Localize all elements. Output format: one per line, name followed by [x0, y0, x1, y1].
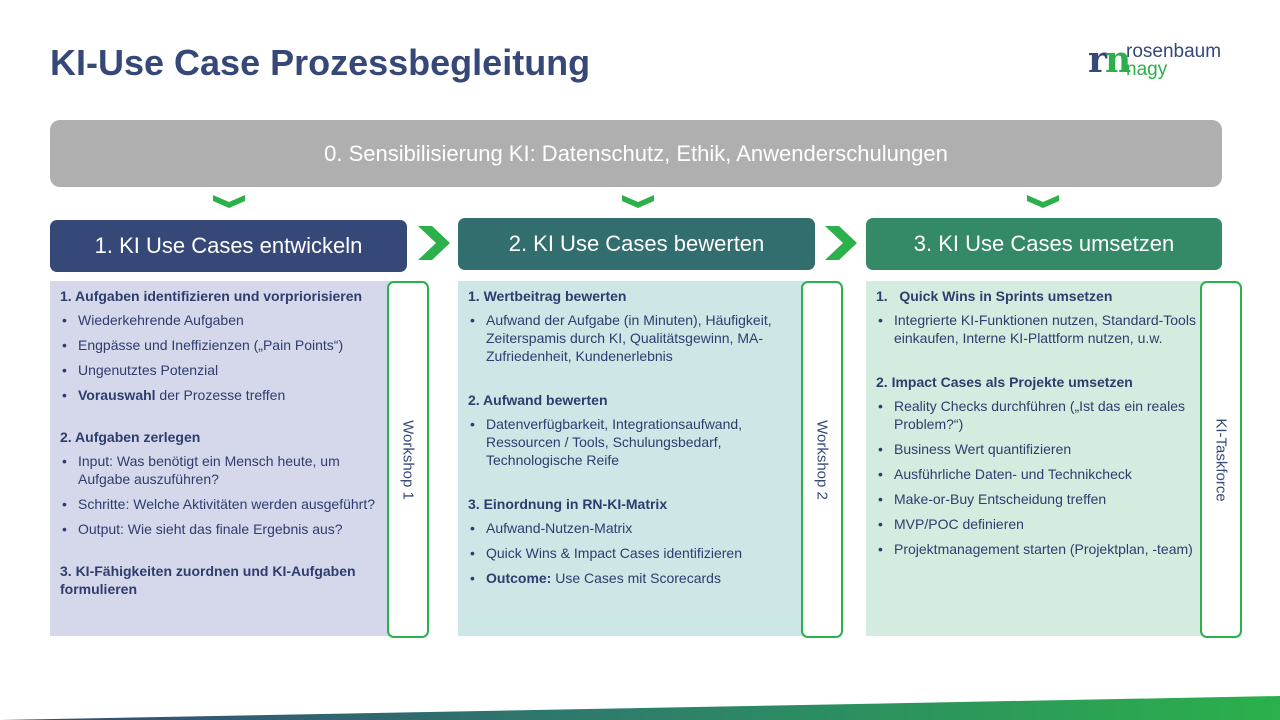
list-item: Reality Checks durchführen („Ist das ein… [876, 397, 1196, 433]
ki-taskforce-label: KI-Taskforce [1200, 281, 1242, 638]
bullet-list: Aufwand der Aufgabe (in Minuten), Häufig… [468, 311, 798, 365]
bullet-list: Input: Was benötigt ein Mensch heute, um… [60, 452, 395, 538]
bullet-list: Datenverfügbarkeit, Integrationsaufwand,… [468, 415, 798, 469]
text: Use Cases mit Scorecards [551, 570, 721, 586]
list-item: Ungenutztes Potenzial [60, 361, 395, 379]
list-item: Integrierte KI-Funktionen nutzen, Standa… [876, 311, 1196, 347]
bullet-list: Integrierte KI-Funktionen nutzen, Standa… [876, 311, 1196, 347]
list-item: Engpässe und Ineffizienzen („Pain Points… [60, 336, 395, 354]
panel-bewerten: 1. Wertbeitrag bewerten Aufwand der Aufg… [458, 281, 840, 636]
sensibilisierung-banner: 0. Sensibilisierung KI: Datenschutz, Eth… [50, 120, 1222, 187]
section-heading: 1. Wertbeitrag bewerten [468, 288, 627, 304]
list-item: Projektmanagement starten (Projektplan, … [876, 540, 1196, 558]
text: der Prozesse treffen [155, 387, 286, 403]
chevron-down-icon [1027, 195, 1059, 208]
bold-text: Vorauswahl [78, 387, 156, 403]
list-item: Ausführliche Daten- und Technikcheck [876, 465, 1196, 483]
section-heading: 2. Aufwand bewerten [468, 392, 608, 408]
logo-text-rosenbaum: rosenbaum [1126, 41, 1222, 62]
step-1-entwickeln: 1. KI Use Cases entwickeln [50, 220, 407, 272]
list-item: MVP/POC definieren [876, 515, 1196, 533]
list-item: Aufwand-Nutzen-Matrix [468, 519, 798, 537]
bullet-list: Wiederkehrende Aufgaben Engpässe und Ine… [60, 311, 395, 404]
section-heading: 1. Quick Wins in Sprints umsetzen [876, 288, 1113, 304]
panel-content: 1. Wertbeitrag bewerten Aufwand der Aufg… [468, 287, 798, 594]
list-item: Make-or-Buy Entscheidung treffen [876, 490, 1196, 508]
section-heading: 3. KI-Fähigkeiten zuordnen und KI-Aufgab… [60, 563, 356, 597]
page-title: KI-Use Case Prozessbegleitung [50, 42, 591, 83]
bottom-gradient-bar [0, 696, 1280, 720]
list-item: Schritte: Welche Aktivitäten werden ausg… [60, 495, 395, 513]
chevron-right-icon [825, 226, 857, 260]
list-item: Wiederkehrende Aufgaben [60, 311, 395, 329]
list-item: Outcome: Use Cases mit Scorecards [468, 569, 798, 587]
chevron-down-icon [213, 195, 245, 208]
bold-text: Outcome: [486, 570, 552, 586]
panel-umsetzen: 1. Quick Wins in Sprints umsetzen Integr… [866, 281, 1239, 636]
section-heading: 1. Aufgaben identifizieren und vorpriori… [60, 288, 363, 304]
bullet-list: Reality Checks durchführen („Ist das ein… [876, 397, 1196, 558]
company-logo: rn rosenbaum nagy [1088, 42, 1248, 82]
step-2-bewerten: 2. KI Use Cases bewerten [458, 218, 815, 270]
list-item: Datenverfügbarkeit, Integrationsaufwand,… [468, 415, 798, 469]
panel-entwickeln: 1. Aufgaben identifizieren und vorpriori… [50, 281, 426, 636]
workshop-1-label: Workshop 1 [387, 281, 429, 638]
list-item: Input: Was benötigt ein Mensch heute, um… [60, 452, 395, 488]
workshop-2-label: Workshop 2 [801, 281, 843, 638]
list-item: Output: Wie sieht das finale Ergebnis au… [60, 520, 395, 538]
chevron-down-icon [622, 195, 654, 208]
bullet-list: Aufwand-Nutzen-Matrix Quick Wins & Impac… [468, 519, 798, 587]
step-3-umsetzen: 3. KI Use Cases umsetzen [866, 218, 1222, 270]
chevron-right-icon [418, 226, 450, 260]
list-item: Business Wert quantifizieren [876, 440, 1196, 458]
list-item: Aufwand der Aufgabe (in Minuten), Häufig… [468, 311, 798, 365]
logo-mark: rn [1088, 39, 1131, 81]
section-heading: 3. Einordnung in RN-KI-Matrix [468, 496, 668, 512]
list-item: Quick Wins & Impact Cases identifizieren [468, 544, 798, 562]
panel-content: 1. Quick Wins in Sprints umsetzen Integr… [876, 287, 1196, 565]
logo-text-nagy: nagy [1126, 59, 1168, 80]
section-heading: 2. Aufgaben zerlegen [60, 429, 201, 445]
section-heading: 2. Impact Cases als Projekte umsetzen [876, 374, 1133, 390]
list-item: Vorauswahl der Prozesse treffen [60, 386, 395, 404]
panel-content: 1. Aufgaben identifizieren und vorpriori… [60, 287, 395, 604]
